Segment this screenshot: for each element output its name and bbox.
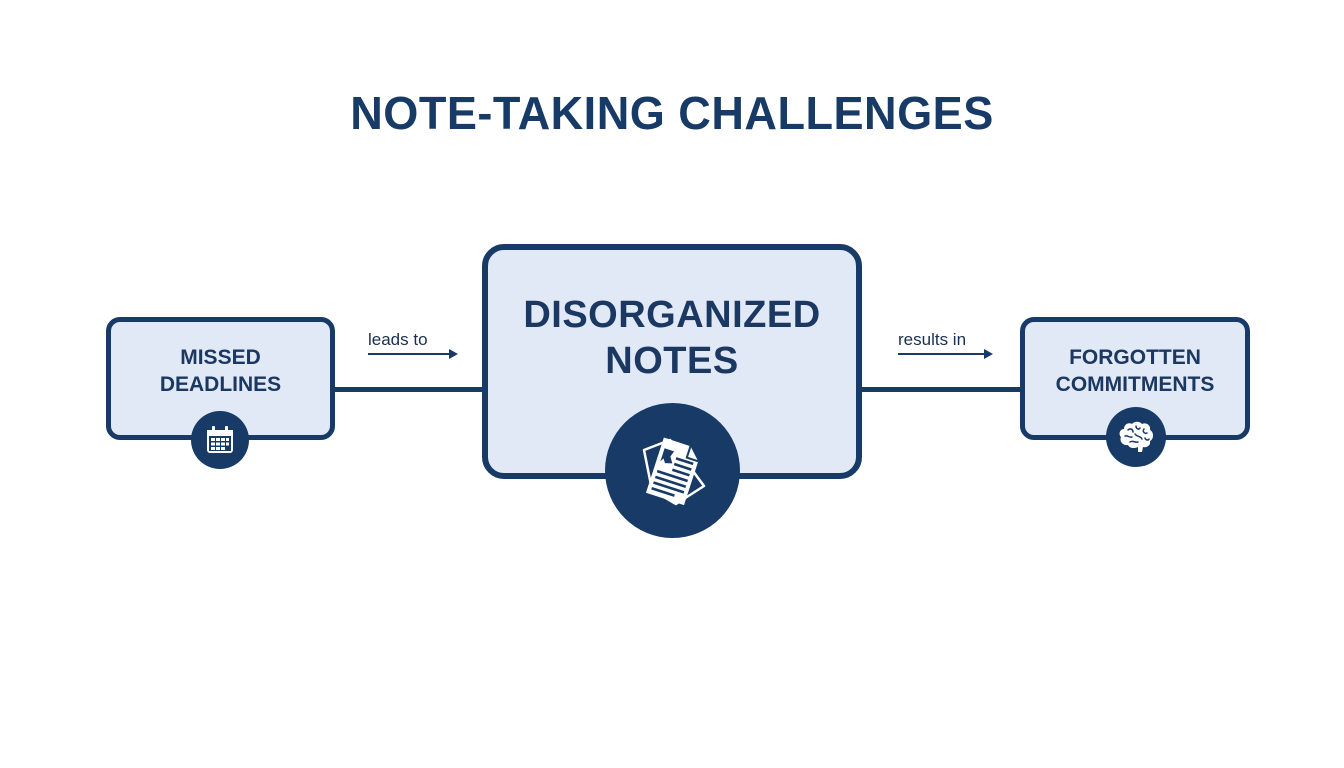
edge-label-results-in: results in — [898, 330, 967, 349]
node-label: DISORGANIZED NOTES — [523, 294, 821, 382]
node-label: FORGOTTEN COMMITMENTS — [1055, 346, 1215, 396]
calendar-icon — [191, 411, 249, 469]
node-label: MISSED DEADLINES — [159, 346, 282, 396]
arrow-right-icon — [898, 349, 993, 359]
diagram-title: NOTE-TAKING CHALLENGES — [350, 87, 994, 139]
connector-right — [858, 387, 1024, 392]
edge-label-leads-to: leads to — [368, 330, 428, 349]
connector-left — [332, 387, 486, 392]
arrow-right-icon — [368, 349, 458, 359]
scattered-papers-icon — [605, 403, 740, 538]
brain-icon — [1106, 407, 1166, 467]
